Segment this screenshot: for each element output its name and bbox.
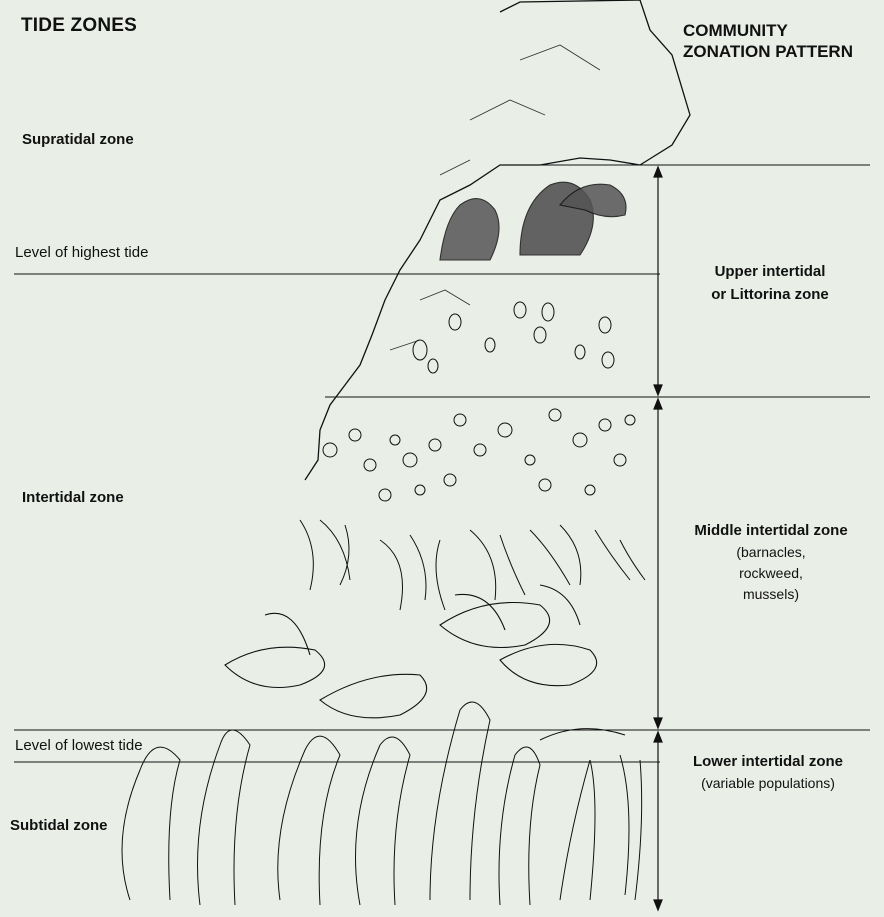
lichen-tufts: [439, 181, 627, 261]
lower-intertidal-label: Lower intertidal zone (variable populati…: [668, 750, 868, 794]
tide-zones-title: TIDE ZONES: [21, 15, 138, 36]
middle-intertidal-sub1: (barnacles,: [736, 544, 806, 560]
rock-crack: [389, 44, 601, 351]
rock-outline: [304, 0, 691, 481]
upper-intertidal-label: Upper intertidal or Littorina zone: [670, 260, 870, 306]
rockweed: [299, 519, 646, 611]
upper-zone-arrow: [653, 165, 663, 397]
community-zonation-title: COMMUNITY ZONATION PATTERN: [683, 20, 853, 62]
periwinkle-snails: [412, 301, 615, 374]
barnacles: [322, 408, 636, 502]
kelp: [121, 701, 643, 906]
lower-intertidal-name: Lower intertidal zone: [692, 753, 843, 770]
lowest-tide-label: Level of lowest tide: [15, 737, 143, 754]
subtidal-zone-label: Subtidal zone: [10, 817, 108, 834]
supratidal-zone-label: Supratidal zone: [22, 131, 134, 148]
lower-intertidal-sub: (variable populations): [701, 775, 835, 791]
middle-intertidal-name: Middle intertidal zone: [694, 522, 848, 539]
community-zonation-title-line1: COMMUNITY: [683, 21, 788, 40]
middle-zone-arrow: [653, 397, 663, 730]
upper-intertidal-line1: Upper intertidal: [714, 263, 826, 280]
middle-intertidal-sub3: mussels): [742, 586, 799, 602]
middle-intertidal-label: Middle intertidal zone (barnacles, rockw…: [666, 519, 876, 605]
upper-intertidal-line2: or Littorina zone: [711, 286, 829, 303]
highest-tide-label: Level of highest tide: [15, 244, 149, 261]
community-zonation-title-line2: ZONATION PATTERN: [683, 42, 853, 61]
mussels: [224, 584, 598, 719]
lower-zone-arrow: [653, 730, 663, 912]
middle-intertidal-sub2: rockweed,: [739, 565, 803, 581]
intertidal-zone-label: Intertidal zone: [22, 489, 124, 506]
